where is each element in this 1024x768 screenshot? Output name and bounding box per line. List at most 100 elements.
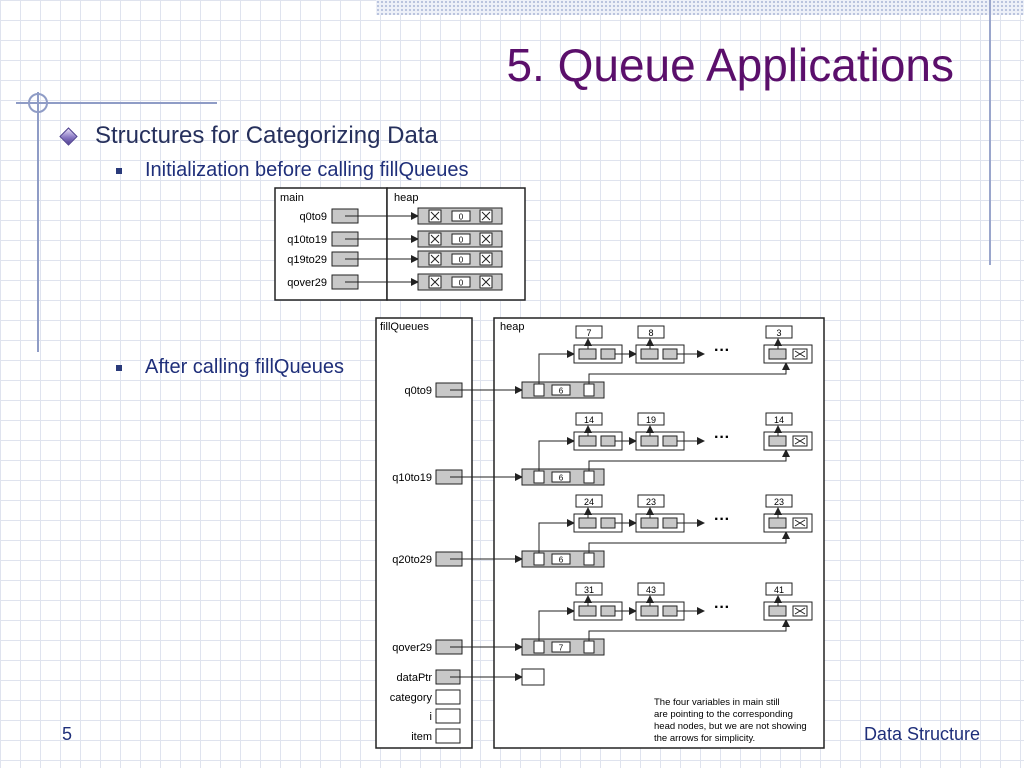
value-label: 14 <box>774 415 784 425</box>
top-decorative-band <box>376 0 1024 15</box>
local-variable-label: i <box>430 711 432 723</box>
value-label: 24 <box>584 497 594 507</box>
null-cross-line <box>430 211 440 221</box>
sub-bullet-initialization-text: Initialization before calling fillQueues <box>145 159 469 181</box>
data-cell <box>640 605 659 617</box>
count-value: 6 <box>559 556 564 565</box>
data-cell <box>640 435 659 447</box>
heap-label-2: heap <box>500 321 524 333</box>
footer-course-name: Data Structure <box>863 724 980 744</box>
next-cell <box>662 517 678 529</box>
rear-pointer-cell <box>583 640 595 654</box>
rear-arrow <box>588 531 790 553</box>
front-pointer-cell <box>533 470 545 484</box>
count-cell <box>451 210 471 222</box>
front-pointer-cell <box>533 383 545 397</box>
front-arrow <box>538 607 575 641</box>
data-cell <box>578 517 597 529</box>
sub-bullet-after-text: After calling fillQueues <box>145 356 344 378</box>
front-pointer-cell <box>533 640 545 654</box>
value-label: 7 <box>586 328 591 338</box>
init-variable-label: q19to29 <box>287 254 327 266</box>
next-cell <box>600 605 616 617</box>
main-frame-box <box>274 187 388 301</box>
queue-variable-label: q0to9 <box>404 385 432 397</box>
next-cell <box>600 348 616 360</box>
ellipsis: ··· <box>714 599 730 616</box>
count-value: 0 <box>459 213 464 222</box>
local-variable-label: dataPtr <box>397 672 433 684</box>
ellipsis: ··· <box>714 511 730 528</box>
count-cell <box>551 641 571 653</box>
sub-bullet-after: After calling fillQueues <box>116 356 344 379</box>
rear-arrow <box>588 449 790 471</box>
next-cell <box>662 348 678 360</box>
queue-variable-label: q10to19 <box>392 472 432 484</box>
slide-title: 5. Queue Applications <box>506 39 954 91</box>
count-value: 0 <box>459 279 464 288</box>
rear-arrow <box>588 619 790 641</box>
slide-number: 5 <box>62 724 73 744</box>
null-cross-line <box>430 277 440 287</box>
count-value: 6 <box>559 474 564 483</box>
data-cell <box>768 348 787 360</box>
value-label: 43 <box>646 585 656 595</box>
data-cell <box>768 605 787 617</box>
count-value: 6 <box>559 387 564 396</box>
front-arrow <box>538 437 575 471</box>
next-cell <box>662 435 678 447</box>
count-value: 0 <box>459 236 464 245</box>
front-arrow <box>538 350 575 384</box>
dataptr-target-box <box>521 668 545 686</box>
note-line: are pointing to the corresponding <box>654 709 793 720</box>
data-cell <box>578 435 597 447</box>
init-variable-label: q0to9 <box>299 211 327 223</box>
corner-decoration <box>16 92 217 352</box>
value-label: 23 <box>646 497 656 507</box>
data-cell <box>640 348 659 360</box>
note-line: The four variables in main still <box>654 697 780 708</box>
next-cell <box>600 435 616 447</box>
main-label: main <box>280 192 304 204</box>
data-cell <box>768 517 787 529</box>
count-cell <box>551 553 571 565</box>
bullet-structures-text: Structures for Categorizing Data <box>95 122 438 149</box>
value-label: 41 <box>774 585 784 595</box>
count-cell <box>451 233 471 245</box>
null-cross-line <box>794 519 806 527</box>
count-value: 0 <box>459 256 464 265</box>
count-cell <box>451 253 471 265</box>
square-bullet-icon <box>116 364 122 371</box>
note-line: the arrows for simplicity. <box>654 733 755 744</box>
value-label: 19 <box>646 415 656 425</box>
value-label: 3 <box>776 328 781 338</box>
note-line: head nodes, but we are not showing <box>654 721 807 732</box>
null-cross-line <box>794 437 806 445</box>
fillqueues-label: fillQueues <box>380 321 429 333</box>
null-cross-line <box>481 211 491 221</box>
local-variable-label: category <box>390 692 433 704</box>
null-cross-line <box>430 234 440 244</box>
null-cross-line <box>794 607 806 615</box>
count-cell <box>551 384 571 396</box>
data-cell <box>578 348 597 360</box>
data-cell <box>578 605 597 617</box>
null-cross-line <box>481 254 491 264</box>
front-arrow <box>538 519 575 553</box>
data-cell <box>768 435 787 447</box>
rear-arrow <box>588 362 790 384</box>
local-variable-cell <box>435 689 461 705</box>
init-variable-label: q10to19 <box>287 234 327 246</box>
heap-label: heap <box>394 192 418 204</box>
value-label: 8 <box>648 328 653 338</box>
note-text: The four variables in main still are poi… <box>654 697 807 744</box>
right-decorative-line <box>989 0 991 265</box>
value-label: 23 <box>774 497 784 507</box>
queue-variable-label: q20to29 <box>392 554 432 566</box>
local-variable-label: item <box>411 731 432 743</box>
next-cell <box>600 517 616 529</box>
value-label: 31 <box>584 585 594 595</box>
rear-pointer-cell <box>583 552 595 566</box>
